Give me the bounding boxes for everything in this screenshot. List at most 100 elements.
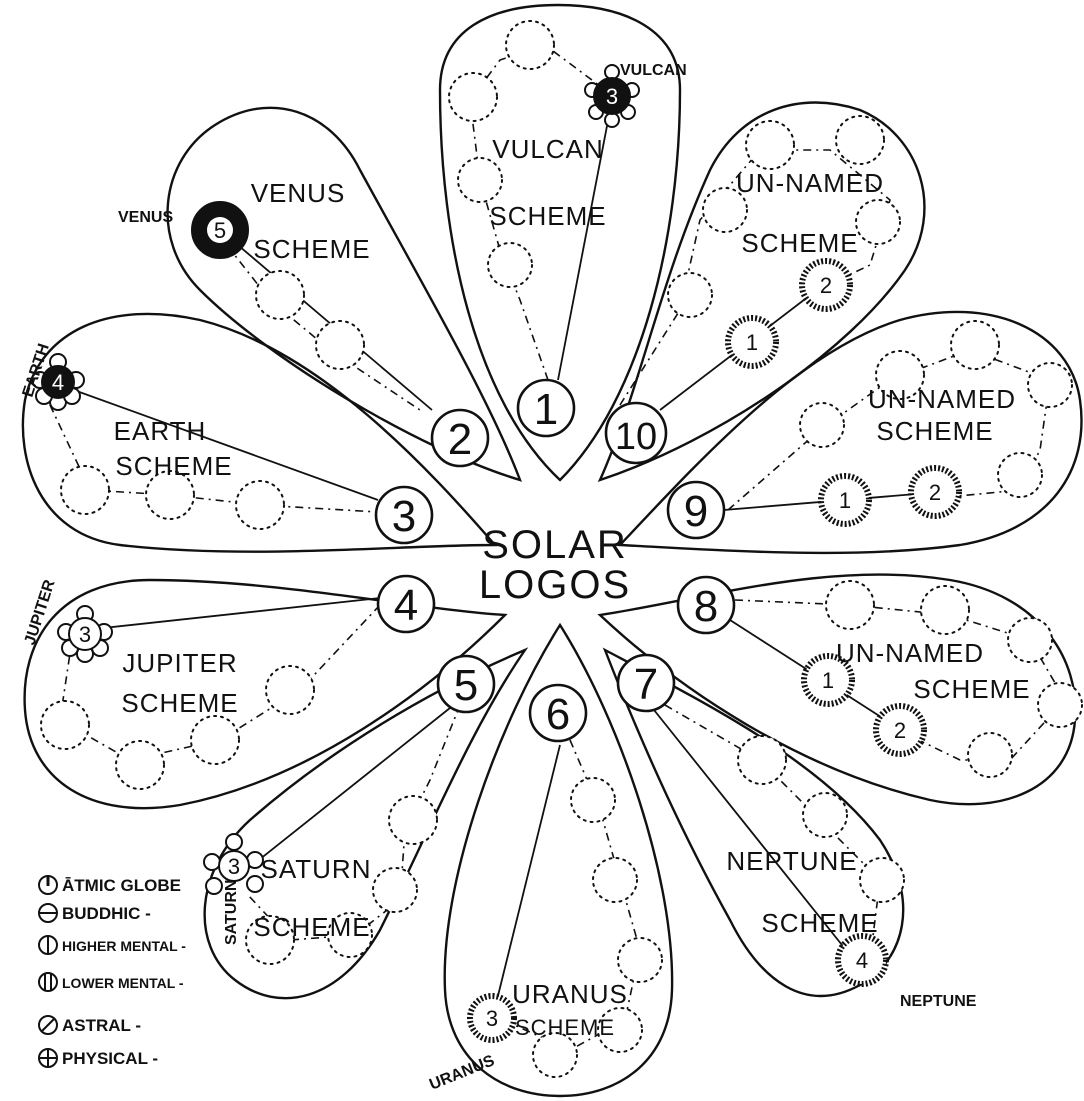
scheme-number-label: 5 [454,661,478,710]
legend-label: ĀTMIC GLOBE [62,876,181,895]
dotted-globe [571,778,615,822]
unnamed-10-label-line1: UN-NAMED [736,168,884,198]
dotted-globe [593,858,637,902]
spoke-jupiter [85,598,380,630]
dotted-globe [61,466,109,514]
unnamed-8-label-line2: SCHEME [913,674,1030,704]
legend-item-lower-mental: LOWER MENTAL - [39,973,184,991]
saturn-planet-tag: SATURN [223,880,240,945]
globe-number: 4 [52,370,64,395]
dotted-globe [921,586,969,634]
legend-item-physical: PHYSICAL - [39,1049,158,1068]
saturn-label-line1: SATURN [261,854,372,884]
legend-label: ASTRAL - [62,1016,141,1035]
jupiter-active-globe: 3 [58,606,112,662]
center-label: SOLAR LOGOS [479,523,631,607]
atmic-globe-icon [39,876,57,894]
earth-label-line1: EARTH [114,416,207,446]
scheme-number-label: 1 [534,385,558,434]
higher-mental-globe-icon [39,936,57,954]
scheme-number-1: 1 [518,380,574,436]
dotted-globe [449,73,497,121]
dotted-globe [803,793,847,837]
venus-planet-tag: VENUS [118,209,173,226]
unnamed-9-globe-1: 1 [821,476,869,524]
center-label-line1: SOLAR [482,523,628,567]
legend: ĀTMIC GLOBE BUDDHIC - HIGHER MENTAL - LO… [39,876,186,1068]
globe-number: 3 [79,622,91,647]
uranus-active-globe: 3 [470,996,514,1040]
legend-item-atmic: ĀTMIC GLOBE [39,876,181,895]
neptune-planet-tag: NEPTUNE [900,993,977,1010]
unnamed-10-label-line2: SCHEME [741,228,858,258]
scheme-number-label: 3 [392,492,416,541]
saturn-label-line2: SCHEME [253,912,370,942]
scheme-number-label: 6 [546,690,570,739]
scheme-number-label: 4 [394,581,418,630]
neptune-label-line1: NEPTUNE [726,846,857,876]
dotted-globe [968,733,1012,777]
dotted-globe [618,938,662,982]
dotted-globe [236,481,284,529]
dotted-globe [316,321,364,369]
dotted-globe [1038,683,1082,727]
neptune-active-globe: 4 [838,936,886,984]
globe-number: 4 [856,948,868,973]
globe-number: 3 [228,854,240,879]
dotted-globe [191,716,239,764]
unnamed-8-label-line1: UN-NAMED [836,638,984,668]
dotted-globe [1028,363,1072,407]
unnamed-9-label-line1: UN-NAMED [868,384,1016,414]
scheme-number-9: 9 [668,482,724,538]
globe-number: 3 [606,84,618,109]
dotted-globe [746,121,794,169]
legend-item-buddhic: BUDDHIC - [39,904,151,923]
globe-number: 1 [839,488,851,513]
scheme-number-7: 7 [618,655,674,711]
globe-number: 2 [894,718,906,743]
scheme-number-label: 8 [694,582,718,631]
uranus-label-line2: SCHEME [515,1015,615,1040]
dotted-globe [826,581,874,629]
dotted-globe [256,271,304,319]
globe-number: 1 [822,668,834,693]
dotted-globe [800,403,844,447]
unnamed-8-globe-2: 2 [876,706,924,754]
neptune-label-line2: SCHEME [761,908,878,938]
unnamed-9-label-line2: SCHEME [876,416,993,446]
dotted-globe [389,796,437,844]
astral-globe-icon [39,1016,57,1034]
scheme-number-2: 2 [432,410,488,466]
legend-label: LOWER MENTAL - [62,975,184,991]
dotted-globe [860,858,904,902]
globe-number: 3 [486,1006,498,1031]
dotted-globe [373,868,417,912]
uranus-label-line1: URANUS [512,979,628,1009]
vulcan-planet-tag: VULCAN [620,62,687,79]
scheme-number-label: 7 [634,660,658,709]
spoke-saturn [240,700,460,875]
dotted-globe [1008,618,1052,662]
jupiter-label-line2: SCHEME [121,688,238,718]
venus-active-globe: 5 [192,202,248,258]
lower-mental-globe-icon [39,973,57,991]
dotted-globe [998,453,1042,497]
unnamed-9-globe-2: 2 [911,468,959,516]
dotted-globe [266,666,314,714]
physical-globe-icon [39,1049,57,1067]
unnamed-10-globe-2: 2 [802,261,850,309]
dotted-globe [668,273,712,317]
buddhic-globe-icon [39,904,57,922]
scheme-number-label: 2 [448,415,472,464]
dotted-globe [41,701,89,749]
dotted-globe [488,243,532,287]
vulcan-label-line2: SCHEME [489,201,606,231]
scheme-number-4: 4 [378,576,434,632]
scheme-number-8: 8 [678,577,734,633]
dotted-globe [856,200,900,244]
legend-label: BUDDHIC - [62,904,151,923]
venus-label-line1: VENUS [251,178,346,208]
dotted-globe [458,158,502,202]
legend-item-astral: ASTRAL - [39,1016,141,1035]
